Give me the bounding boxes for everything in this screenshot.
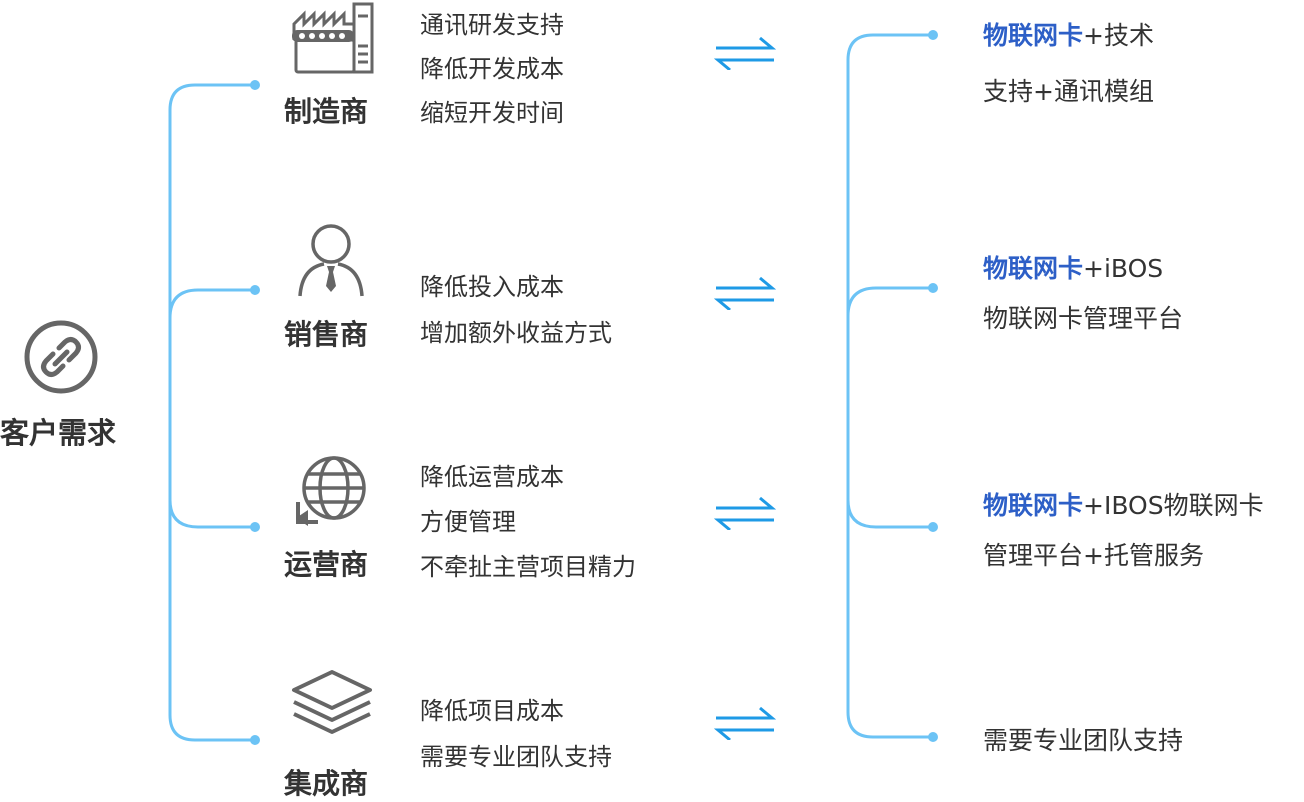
- role-label-manufacturer: 制造商: [284, 95, 369, 128]
- role-label-operator: 运营商: [284, 548, 369, 581]
- connector-dot: [928, 283, 938, 293]
- connector-dot: [250, 80, 260, 90]
- need-item: 缩短开发时间: [420, 99, 564, 127]
- layers-icon: [290, 668, 374, 742]
- solution-4: 需要专业团队支持: [983, 721, 1183, 761]
- swap-arrows-icon: [713, 706, 777, 744]
- salesperson-icon: [294, 222, 368, 302]
- needs-seller: 降低投入成本 增加额外收益方式: [420, 264, 612, 356]
- swap-arrows-icon: [713, 276, 777, 314]
- connector-dot: [928, 30, 938, 40]
- need-item: 方便管理: [420, 508, 516, 536]
- need-item: 降低开发成本: [420, 55, 564, 83]
- right-branch-line: [846, 286, 935, 318]
- right-trunk-line: [846, 33, 935, 739]
- left-branch-line: [168, 288, 257, 320]
- solution-1: 物联网卡+技术 支持+通讯模组: [983, 8, 1154, 120]
- need-item: 需要专业团队支持: [420, 743, 612, 771]
- connector-dot: [928, 732, 938, 742]
- solution-3: 物联网卡+IBOS物联网卡 管理平台+托管服务: [983, 481, 1264, 581]
- need-item: 通讯研发支持: [420, 11, 564, 39]
- need-item: 增加额外收益方式: [420, 319, 612, 347]
- solution-text: +技术: [1083, 21, 1154, 50]
- solution-brand: 物联网卡: [983, 21, 1084, 50]
- needs-integrator: 降低项目成本 需要专业团队支持: [420, 688, 612, 780]
- right-branch-line: [846, 498, 935, 529]
- need-item: 不牵扯主营项目精力: [420, 553, 636, 581]
- solution-text: +iBOS: [1083, 254, 1164, 283]
- chain-link-icon: [22, 318, 100, 400]
- root-label: 客户需求: [0, 416, 117, 450]
- globe-cycle-icon: [294, 452, 370, 532]
- left-trunk-line: [168, 83, 257, 742]
- factory-icon: [290, 0, 376, 80]
- connector-dot: [250, 522, 260, 532]
- swap-arrows-icon: [713, 36, 777, 74]
- solution-2: 物联网卡+iBOS 物联网卡管理平台: [983, 244, 1183, 344]
- need-item: 降低项目成本: [420, 697, 564, 725]
- needs-manufacturer: 通讯研发支持 降低开发成本 缩短开发时间: [420, 3, 564, 135]
- solution-text: +IBOS物联网卡: [1083, 491, 1264, 520]
- connector-dot: [250, 735, 260, 745]
- connector-dot: [928, 522, 938, 532]
- need-item: 降低投入成本: [420, 273, 564, 301]
- swap-arrows-icon: [713, 496, 777, 534]
- solution-text: 物联网卡管理平台: [983, 304, 1184, 333]
- solution-brand: 物联网卡: [983, 491, 1084, 520]
- solution-text: 管理平台+托管服务: [983, 541, 1204, 570]
- need-item: 降低运营成本: [420, 463, 564, 491]
- needs-operator: 降低运营成本 方便管理 不牵扯主营项目精力: [420, 455, 636, 590]
- solution-text: 需要专业团队支持: [983, 726, 1184, 755]
- left-branch-line: [168, 498, 257, 529]
- connector-dot: [250, 285, 260, 295]
- role-label-integrator: 集成商: [284, 767, 369, 800]
- solution-text: 支持+通讯模组: [983, 77, 1154, 106]
- role-label-seller: 销售商: [284, 318, 369, 351]
- solution-brand: 物联网卡: [983, 254, 1084, 283]
